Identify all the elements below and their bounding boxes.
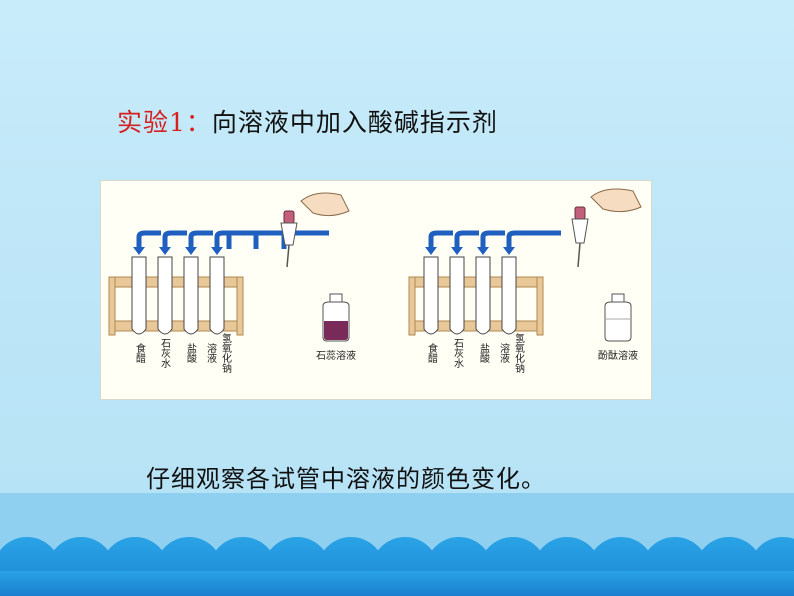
right-tubes (423, 256, 517, 335)
right-arrow-strokes (428, 230, 561, 247)
tube-4 (209, 256, 225, 335)
right-tube-labels: 食醋 石灰水 盐酸 溶液 氢氧化钠 (426, 332, 525, 374)
experiment-title: 向溶液中加入酸碱指示剂 (211, 108, 498, 137)
tube-label: 食醋 (134, 342, 146, 364)
tube-label: 石灰水 (159, 338, 171, 368)
figure-illustration: 食醋 石灰水 盐酸 溶液 氢氧化钠 石蕊溶液 (108, 188, 642, 374)
right-dropper (571, 188, 642, 268)
tube-label: 食醋 (426, 342, 438, 364)
bottle-label: 石蕊溶液 (316, 349, 356, 362)
tube-4 (501, 256, 517, 335)
tube-1 (131, 256, 147, 335)
left-dropper (280, 192, 350, 268)
experiment-label: 实验1： (117, 108, 212, 137)
tube-2 (449, 256, 465, 335)
tube-label: 石灰水 (452, 338, 464, 368)
left-tube-labels: 食醋 石灰水 盐酸 溶液 氢氧化钠 (134, 332, 232, 374)
right-arrowheads (425, 247, 515, 255)
tube-2 (157, 256, 173, 335)
left-tubes (131, 256, 225, 335)
left-arrowheads (133, 247, 223, 255)
tube-3 (475, 256, 491, 335)
left-arrow-strokes (136, 230, 273, 247)
tube-label: 盐酸 (185, 342, 197, 364)
left-setup: 食醋 石灰水 盐酸 溶液 氢氧化钠 石蕊溶液 (108, 192, 356, 374)
bottle-label: 酚酞溶液 (598, 349, 638, 362)
slide-title: 实验1：向溶液中加入酸碱指示剂 (117, 103, 498, 139)
right-setup: 食醋 石灰水 盐酸 溶液 氢氧化钠 酚酞溶液 (408, 188, 642, 374)
experiment-figure: 食醋 石灰水 盐酸 溶液 氢氧化钠 石蕊溶液 (100, 180, 652, 400)
litmus-solution (324, 321, 348, 340)
tube-label: 溶液 (205, 342, 217, 364)
tube-label: 盐酸 (478, 342, 490, 364)
tube-label: 溶液 (498, 342, 510, 364)
phenolphthalein-bottle: 酚酞溶液 (598, 293, 638, 362)
litmus-bottle: 石蕊溶液 (316, 293, 356, 362)
tube-3 (183, 256, 199, 335)
tube-label: 氢氧化钠 (220, 332, 232, 374)
instruction-caption: 仔细观察各试管中溶液的颜色变化。 (146, 465, 546, 493)
wave-decoration (0, 537, 794, 596)
tube-1 (423, 256, 439, 335)
tube-label: 氢氧化钠 (513, 332, 525, 374)
